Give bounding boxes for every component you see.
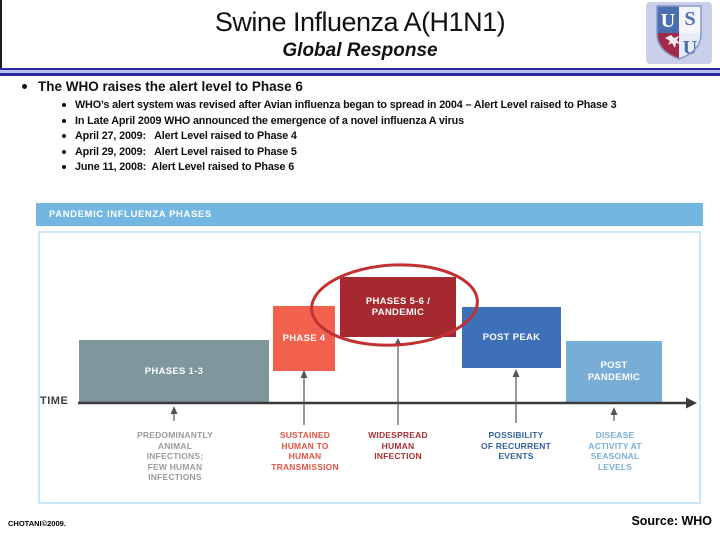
phase-box-post-pandemic: POST PANDEMIC xyxy=(566,341,662,402)
bullet-main: The WHO raises the alert level to Phase … xyxy=(0,79,720,94)
annotation-widespread-infection: WIDESPREAD HUMAN INFECTION xyxy=(368,430,428,461)
annotation-predominantly-animal: PREDOMINANTLY ANIMAL INFECTIONS; FEW HUM… xyxy=(137,430,213,482)
svg-text:S: S xyxy=(684,8,695,30)
usu-shield-logo: U S U xyxy=(646,2,712,64)
bullet-sub: In Late April 2009 WHO announced the eme… xyxy=(0,115,720,131)
source-text: Source: WHO xyxy=(631,514,712,528)
bullet-main-text: The WHO raises the alert level to Phase … xyxy=(38,79,303,94)
time-axis-label: TIME xyxy=(40,395,69,407)
annotation-recurrent-events: POSSIBILITY OF RECURRENT EVENTS xyxy=(481,430,551,461)
phase-box-phases-1-3: PHASES 1-3 xyxy=(79,340,269,403)
phase-box-phase-4: PHASE 4 xyxy=(273,306,335,371)
title-divider xyxy=(0,68,720,76)
annotation-sustained-transmission: SUSTAINED HUMAN TO HUMAN TRANSMISSION xyxy=(271,430,339,472)
annotation-seasonal-levels: DISEASE ACTIVITY AT SEASONAL LEVELS xyxy=(588,430,642,472)
bullet-sub: April 29, 2009: Alert Level raised to Ph… xyxy=(0,146,720,162)
bullet-dot xyxy=(62,149,66,154)
bullet-dot xyxy=(62,118,66,123)
page-title: Swine Influenza A(H1N1) xyxy=(214,7,506,37)
bullet-sub-text: April 27, 2009: Alert Level raised to Ph… xyxy=(75,130,297,142)
phase-box-phases-5-6-pandemic: PHASES 5-6 / PANDEMIC xyxy=(340,277,456,337)
svg-text:U: U xyxy=(683,37,697,59)
phase-box-post-peak: POST PEAK xyxy=(462,307,561,368)
bullet-sub-text: April 29, 2009: Alert Level raised to Ph… xyxy=(75,145,297,158)
left-edge-rule xyxy=(0,0,2,68)
bullet-dot xyxy=(62,165,66,169)
bullet-dot xyxy=(62,103,66,107)
shield-icon: U S U xyxy=(656,5,702,60)
diagram-header: PANDEMIC INFLUENZA PHASES xyxy=(36,203,703,226)
svg-text:U: U xyxy=(661,10,675,32)
bullet-sub: April 27, 2009: Alert Level raised to Ph… xyxy=(0,130,720,146)
bullet-dot xyxy=(22,84,27,89)
bullet-sub-text: June 11, 2008: Alert Level raised to Pha… xyxy=(75,161,295,173)
bullet-sub: June 11, 2008: Alert Level raised to Pha… xyxy=(0,161,720,177)
bullet-dot xyxy=(62,134,66,138)
bullet-sub: WHO’s alert system was revised after Avi… xyxy=(0,99,720,115)
bullet-sub-text: In Late April 2009 WHO announced the eme… xyxy=(75,114,464,127)
bullet-list: The WHO raises the alert level to Phase … xyxy=(0,79,720,177)
copyright-text: CHOTANI©2009. xyxy=(8,519,66,528)
bullet-sub-text: WHO’s alert system was revised after Avi… xyxy=(75,99,617,111)
page-subtitle: Global Response xyxy=(282,40,438,61)
